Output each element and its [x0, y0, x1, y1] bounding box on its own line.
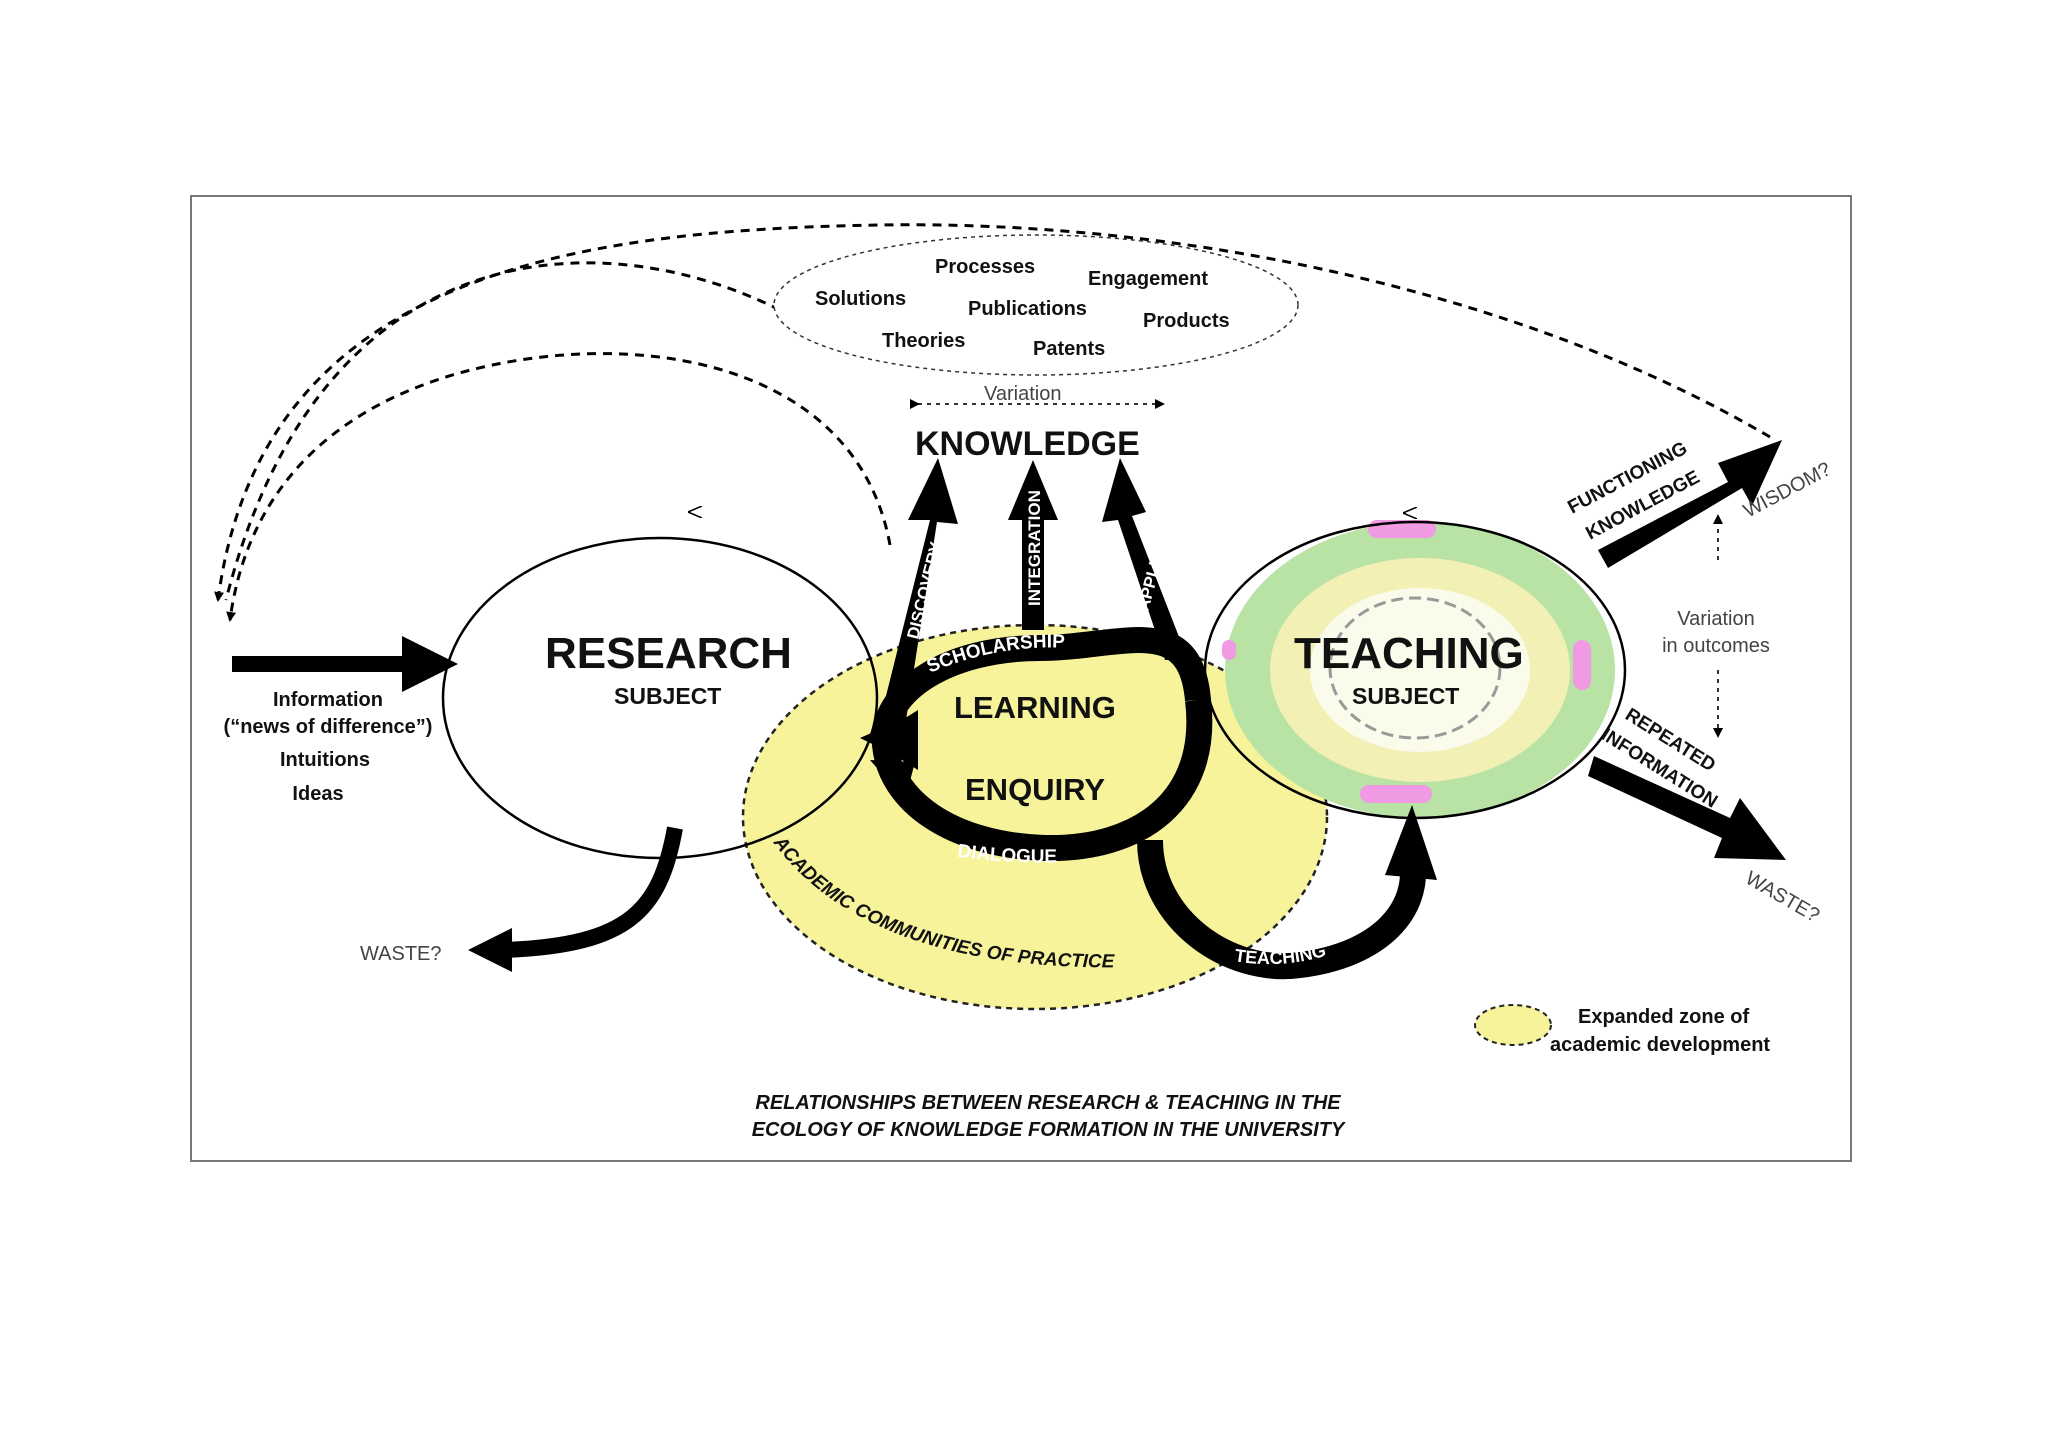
cycle-arrowhead-left2 [870, 760, 915, 800]
research-title: RESEARCH [545, 629, 792, 678]
feedback-loop-outer [214, 223, 1771, 602]
waste-left-label: WASTE? [360, 943, 442, 965]
discovery-label: DISCOVERY [903, 539, 946, 641]
cycle-bottom-arrow [870, 710, 918, 770]
input-information: Information [273, 689, 383, 711]
input-intuitions: Intuitions [280, 749, 370, 771]
learning-label: LEARNING [954, 690, 1116, 725]
functioning-knowledge-arrow [1598, 440, 1782, 568]
feedback-loop-middle [224, 261, 781, 601]
research-subtitle: SUBJECT [614, 683, 721, 709]
teaching-inner-loop [1328, 596, 1502, 740]
teaching-tag-right [1573, 640, 1591, 690]
teaching-subtitle: SUBJECT [1352, 683, 1459, 709]
caption-line2: ECOLOGY OF KNOWLEDGE FORMATION IN THE UN… [752, 1119, 1346, 1141]
research-waste-arrow [504, 826, 683, 958]
legend-line1: Expanded zone of [1578, 1006, 1749, 1028]
outputs-ellipse [773, 234, 1299, 376]
diagram-frame [190, 195, 1852, 1162]
teaching-core [1310, 588, 1530, 752]
variation-label: Variation [984, 383, 1061, 405]
output-solutions: Solutions [815, 288, 906, 310]
research-waste-arrowhead [468, 928, 512, 972]
output-theories: Theories [882, 330, 965, 352]
teaching-title: TEACHING [1294, 629, 1524, 678]
input-ideas: Ideas [292, 783, 343, 805]
discovery-arrow [880, 458, 958, 720]
integration-arrow [1008, 460, 1058, 630]
application-arrow [1102, 458, 1188, 660]
knowledge-label: KNOWLEDGE [915, 425, 1140, 463]
integration-label: INTEGRATION [1025, 490, 1044, 606]
teaching-arrowhead [1385, 805, 1437, 880]
output-publications: Publications [968, 298, 1087, 320]
enquiry-label: ENQUIRY [965, 772, 1105, 807]
teaching-tag-left [1222, 640, 1236, 660]
legend-swatch [1474, 1004, 1552, 1046]
output-engagement: Engagement [1088, 268, 1208, 290]
output-processes: Processes [935, 256, 1035, 278]
teaching-arrow [1137, 839, 1426, 980]
variation-outcomes-line1: Variation [1677, 608, 1754, 630]
information-arrow [232, 636, 458, 692]
waste-right-label: WASTE? [1742, 867, 1824, 927]
feedback-loop-inner [226, 352, 892, 622]
legend-line2: academic development [1550, 1034, 1770, 1056]
output-patents: Patents [1033, 338, 1105, 360]
caption-line1: RELATIONSHIPS BETWEEN RESEARCH & TEACHIN… [755, 1092, 1341, 1114]
repeated-information-arrow [1588, 756, 1786, 860]
teaching-tag-bottom [1360, 785, 1432, 803]
output-products: Products [1143, 310, 1230, 332]
variation-outcomes-line2: in outcomes [1662, 635, 1770, 657]
input-news-of-difference: (“news of difference”) [224, 716, 433, 738]
